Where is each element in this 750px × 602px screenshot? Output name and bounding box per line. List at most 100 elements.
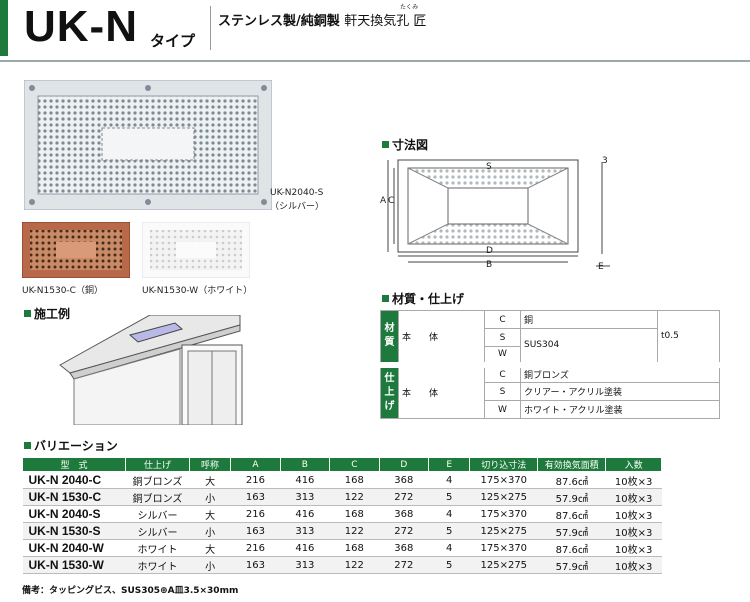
page-title: UK-N <box>24 2 138 51</box>
mat-code: S <box>484 328 521 347</box>
table-cell: 小 <box>189 488 231 506</box>
table-cell: 272 <box>379 488 429 506</box>
mat-value: SUS304 <box>520 328 658 365</box>
model-cell: UK-N 1530-C <box>22 488 126 506</box>
dim-letter-c: C <box>388 196 395 206</box>
dim-letter-b: B <box>486 260 493 270</box>
model-cell: UK-N 1530-W <box>22 556 126 574</box>
mat-code: W <box>484 346 521 365</box>
table-cell: ホワイト <box>125 539 190 557</box>
table-cell: 5 <box>428 556 470 574</box>
mat-value: 銅 <box>520 310 658 329</box>
table-cell: 216 <box>230 505 281 523</box>
dim-letter-a: A <box>380 196 387 206</box>
table-cell: 125×275 <box>469 556 538 574</box>
table-cell: 168 <box>329 505 380 523</box>
table-cell: ホワイト <box>125 556 190 574</box>
table-cell: 125×275 <box>469 488 538 506</box>
col-header: B <box>279 457 331 472</box>
col-header: 仕上げ <box>125 457 190 472</box>
table-cell: 大 <box>189 471 231 489</box>
col-header: 型 式 <box>21 457 127 472</box>
table-cell: 10枚×3 <box>605 556 662 574</box>
fin-code: W <box>484 400 521 419</box>
table-cell: シルバー <box>125 505 190 523</box>
page-title-type: タイプ <box>150 32 196 50</box>
table-cell: 10枚×3 <box>605 539 662 557</box>
table-cell: 4 <box>428 539 470 557</box>
table-cell: 368 <box>379 539 429 557</box>
table-cell: 87.6㎠ <box>537 539 606 557</box>
section-material-title: 材質・仕上げ <box>382 290 464 307</box>
page-subtitle: ステンレス製/純銅製 軒天換気孔 匠 <box>218 14 427 29</box>
table-cell: 57.9㎠ <box>537 488 606 506</box>
col-header: C <box>329 457 380 472</box>
table-cell: 10枚×3 <box>605 522 662 540</box>
finish-body-label: 本 体 <box>398 361 485 419</box>
installation-illustration <box>59 315 243 425</box>
table-cell: 銅ブロンズ <box>125 471 190 489</box>
silver-label: UK-N2040-S <box>270 188 324 198</box>
model-cell: UK-N 2040-C <box>22 471 126 489</box>
white-vent-image <box>142 222 250 278</box>
table-cell: 216 <box>230 539 281 557</box>
col-header: 切り込寸法 <box>469 457 539 472</box>
table-cell: 5 <box>428 488 470 506</box>
table-cell: 5 <box>428 522 470 540</box>
section-variation-title: バリエーション <box>24 437 118 454</box>
table-cell: 175×370 <box>469 505 538 523</box>
dim-letter-s: S <box>486 162 492 172</box>
table-cell: 416 <box>280 471 330 489</box>
table-cell: 216 <box>230 471 281 489</box>
variation-table: 型 式 仕上げ 呼称 A B C D E 切り込寸法 有効換気面積 入数 UK-… <box>21 457 662 574</box>
finish-header: 仕上げ <box>380 361 399 419</box>
table-cell: 122 <box>329 488 380 506</box>
model-cell: UK-N 1530-S <box>22 522 126 540</box>
section-example-title: 施工例 <box>24 305 70 322</box>
table-cell: 416 <box>280 539 330 557</box>
table-cell: 大 <box>189 505 231 523</box>
material-header: 材質 <box>380 310 399 365</box>
dim-letter-d: D <box>486 246 493 256</box>
table-cell: 368 <box>379 471 429 489</box>
table-cell: シルバー <box>125 522 190 540</box>
table-cell: 10枚×3 <box>605 505 662 523</box>
table-cell: 163 <box>230 522 281 540</box>
table-cell: 313 <box>280 556 330 574</box>
copper-label: UK-N1530-C（銅） <box>22 286 103 296</box>
fin-code: S <box>484 382 521 401</box>
header-rule <box>0 60 750 62</box>
fin-value: ホワイト・アクリル塗装 <box>520 400 720 419</box>
header-divider <box>210 6 211 50</box>
table-cell: 416 <box>280 505 330 523</box>
table-cell: 313 <box>280 488 330 506</box>
table-cell: 小 <box>189 556 231 574</box>
fin-value: クリアー・アクリル塗装 <box>520 382 720 401</box>
section-dimensions-title: 寸法図 <box>382 136 428 153</box>
table-cell: 272 <box>379 522 429 540</box>
table-cell: 168 <box>329 539 380 557</box>
material-table: 材質 本 体 C 銅 t0.5 S SUS304 W 仕上げ 本 体 C 銅ブロ… <box>380 310 720 419</box>
copper-vent-image <box>22 222 130 278</box>
table-cell: 4 <box>428 505 470 523</box>
table-cell: 10枚×3 <box>605 488 662 506</box>
table-cell: 銅ブロンズ <box>125 488 190 506</box>
table-cell: 163 <box>230 488 281 506</box>
table-cell: 87.6㎠ <box>537 505 606 523</box>
table-cell: 175×370 <box>469 471 538 489</box>
fin-code: C <box>484 361 521 383</box>
dimension-drawing <box>387 159 610 267</box>
col-header: 有効換気面積 <box>537 457 607 472</box>
table-cell: 168 <box>329 471 380 489</box>
table-cell: 368 <box>379 505 429 523</box>
fin-value: 銅ブロンズ <box>520 361 720 383</box>
dim-letter-3: 3 <box>602 156 608 166</box>
dim-letter-e: E <box>598 262 604 272</box>
table-cell: 122 <box>329 522 380 540</box>
model-cell: UK-N 2040-S <box>22 505 126 523</box>
silver-vent-image <box>24 80 272 210</box>
table-cell: 大 <box>189 539 231 557</box>
